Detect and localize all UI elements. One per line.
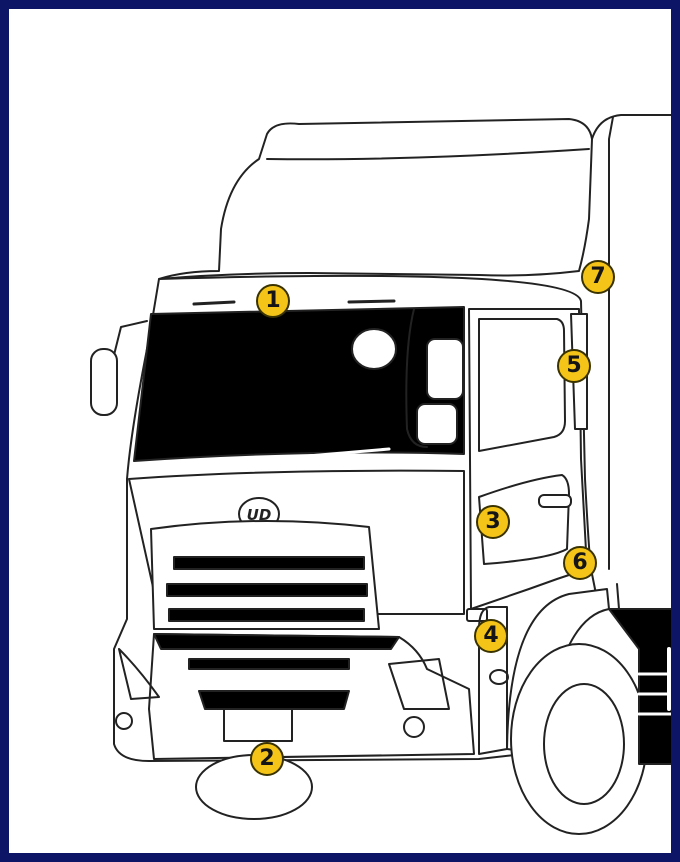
callout-label-7: 7 bbox=[590, 266, 605, 288]
windshield bbox=[134, 307, 464, 461]
callout-label-4: 4 bbox=[483, 625, 498, 647]
callout-marker-6: 6 bbox=[563, 546, 597, 580]
upper-right-mirror bbox=[427, 339, 463, 399]
callout-marker-1: 1 bbox=[256, 284, 290, 318]
callout-label-5: 5 bbox=[566, 355, 581, 377]
callout-label-3: 3 bbox=[485, 511, 500, 533]
round-mirror bbox=[352, 329, 396, 369]
cargo-box bbox=[592, 115, 680, 609]
callout-marker-5: 5 bbox=[557, 349, 591, 383]
truck-illustration bbox=[9, 9, 680, 862]
callout-marker-4: 4 bbox=[474, 619, 508, 653]
mirror-arm bbox=[113, 321, 147, 359]
callout-label-6: 6 bbox=[572, 552, 587, 574]
callout-marker-3: 3 bbox=[476, 505, 510, 539]
door-handle bbox=[539, 495, 571, 507]
left-mirror bbox=[91, 349, 117, 415]
lower-right-mirror bbox=[417, 404, 457, 444]
callout-label-1: 1 bbox=[265, 290, 280, 312]
callout-label-2: 2 bbox=[259, 748, 274, 770]
roof-deflector bbox=[159, 119, 592, 279]
callout-marker-2: 2 bbox=[250, 742, 284, 776]
front-wheel bbox=[511, 644, 647, 834]
callout-marker-7: 7 bbox=[581, 260, 615, 294]
